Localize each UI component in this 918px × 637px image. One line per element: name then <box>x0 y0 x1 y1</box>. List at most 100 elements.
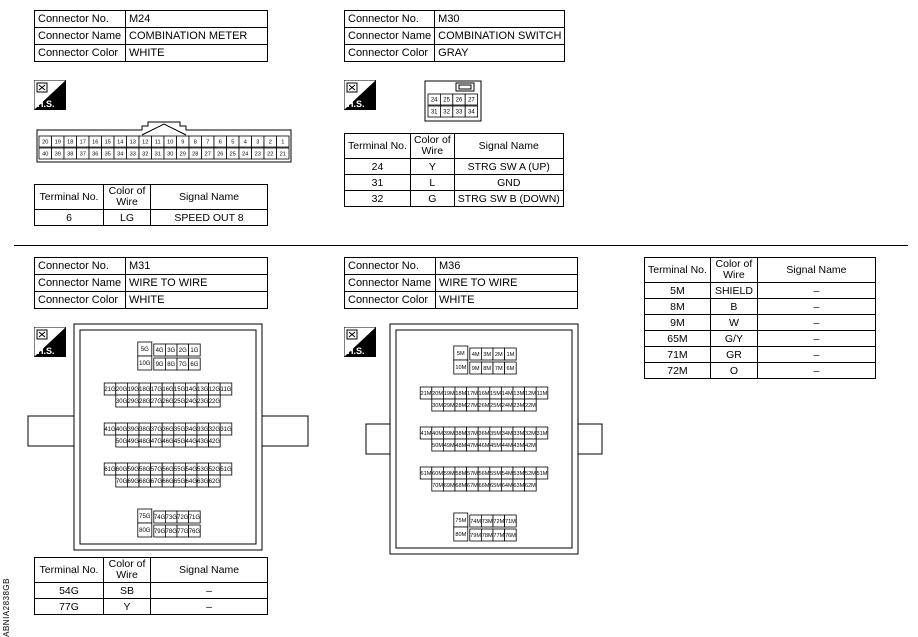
terminal-pin-label: 55G <box>174 467 186 473</box>
table-row: 6 LG SPEED OUT 8 <box>34 209 268 226</box>
terminal-pin-label: 38M <box>455 431 466 437</box>
terminal-pin-label: 13 <box>130 140 136 146</box>
terminal-pin-label: 1M <box>507 352 515 358</box>
m30-connector-no: M30 <box>434 10 566 28</box>
terminal-pin-label: 18M <box>455 391 466 397</box>
terminal-pin-label: 25M <box>490 403 501 409</box>
terminal-pin-label: 23 <box>255 152 261 158</box>
terminal-pin <box>208 474 221 488</box>
hs-label: H.S. <box>347 99 365 109</box>
terminal-pin-label: 22 <box>267 152 273 158</box>
terminal-pin-label: 20 <box>42 140 48 146</box>
terminal-pin-label: 11 <box>155 140 161 146</box>
terminal-pin-label: 3M <box>483 352 491 358</box>
terminal-pin-label: 27 <box>468 98 475 104</box>
terminal-pin-label: 24M <box>502 403 513 409</box>
terminal-pin-label: 24G <box>186 399 198 405</box>
terminal-pin-label: 39 <box>55 152 61 158</box>
terminal-pin-label: 30G <box>116 399 128 405</box>
label-connector-no: Connector No. <box>34 10 126 28</box>
terminal-pin-label: 28M <box>455 403 466 409</box>
harness-side-icon: H.S. <box>344 80 376 110</box>
terminal-pin-label: 29M <box>444 403 455 409</box>
terminal-pin-label: 5 <box>231 140 234 146</box>
m31-connector-no: M31 <box>125 257 268 275</box>
terminal-pin-label: 44G <box>186 439 198 445</box>
terminal-pin-label: 5M <box>457 351 465 357</box>
terminal-pin-label: 28G <box>139 399 151 405</box>
terminal-pin-label: 42G <box>209 439 221 445</box>
terminal-pin-label: 1G <box>190 348 198 354</box>
terminal-pin-label: 12G <box>209 387 221 393</box>
terminal-pin-label: 22M <box>525 403 536 409</box>
terminal-pin-label: 4 <box>244 140 247 146</box>
terminal-pin-label: 16 <box>92 140 98 146</box>
terminal-pin-label: 74M <box>470 519 481 525</box>
terminal-pin-label: 25G <box>174 399 186 405</box>
hs-label: H.S. <box>347 346 365 356</box>
terminal-pin-label: 33G <box>197 427 209 433</box>
terminal-pin-label: 29G <box>128 399 140 405</box>
terminal-pin-label: 79M <box>470 533 481 539</box>
terminal-pin-label: 10G <box>139 361 151 367</box>
header-signal-name: Signal Name <box>150 184 268 210</box>
terminal-pin-label: 5G <box>141 347 149 353</box>
terminal-pin-label: 51G <box>220 467 232 473</box>
terminal-pin-label: 13G <box>197 387 209 393</box>
label-connector-color: Connector Color <box>344 291 436 309</box>
terminal-pin-label: 14G <box>186 387 198 393</box>
terminal-pin <box>137 355 153 371</box>
terminal-pin-label: 48G <box>139 439 151 445</box>
terminal-pin-label: 59G <box>128 467 140 473</box>
terminal-pin-label: 78G <box>166 529 178 535</box>
terminal-pin-label: 34 <box>117 152 123 158</box>
terminal-pin-label: 65G <box>174 479 186 485</box>
terminal-pin-label: 17 <box>80 140 86 146</box>
terminal-pin-label: 7G <box>179 362 187 368</box>
terminal-pin-label: 15M <box>490 391 501 397</box>
label-connector-name: Connector Name <box>343 27 436 45</box>
terminal-pin-label: 33 <box>456 110 463 116</box>
terminal-pin-label: 8M <box>483 366 491 372</box>
terminal-pin-label: 11M <box>537 391 548 397</box>
terminal-pin-label: 14M <box>502 391 513 397</box>
terminal-pin-label: 77G <box>177 529 189 535</box>
terminal-pin-label: 2 <box>269 140 272 146</box>
terminal-pin-label: 30 <box>167 152 173 158</box>
terminal-pin-label: 38G <box>139 427 151 433</box>
label-connector-name: Connector Name <box>34 274 126 292</box>
m24-connector-no: M24 <box>125 10 268 28</box>
terminal-pin <box>535 386 549 400</box>
terminal-pin-label: 27M <box>467 403 478 409</box>
terminal-pin-label: 24 <box>242 152 248 158</box>
terminal-pin-label: 31 <box>155 152 161 158</box>
terminal-pin-label: 72M <box>493 519 504 525</box>
terminal-pin <box>188 524 201 538</box>
terminal-pin-label: 75M <box>455 518 466 524</box>
terminal-pin <box>276 147 290 160</box>
label-connector-color: Connector Color <box>343 44 436 62</box>
terminal-pin-label: 34G <box>186 427 198 433</box>
header-signal-name: Signal Name <box>453 133 564 159</box>
terminal-pin-label: 21G <box>104 387 116 393</box>
terminal-pin-label: 26 <box>456 98 463 104</box>
terminal-pin <box>453 359 469 375</box>
header-signal-name: Signal Name <box>756 257 877 283</box>
terminal-pin-label: 61G <box>104 467 116 473</box>
terminal-pin-label: 20M <box>432 391 443 397</box>
terminal-pin-label: 44M <box>502 443 513 449</box>
terminal-pin-label: 3G <box>167 348 175 354</box>
terminal-pin-label: 56M <box>479 471 490 477</box>
terminal-pin-label: 73M <box>482 519 493 525</box>
terminal-pin-label: 55M <box>490 471 501 477</box>
terminal-pin <box>535 466 549 480</box>
